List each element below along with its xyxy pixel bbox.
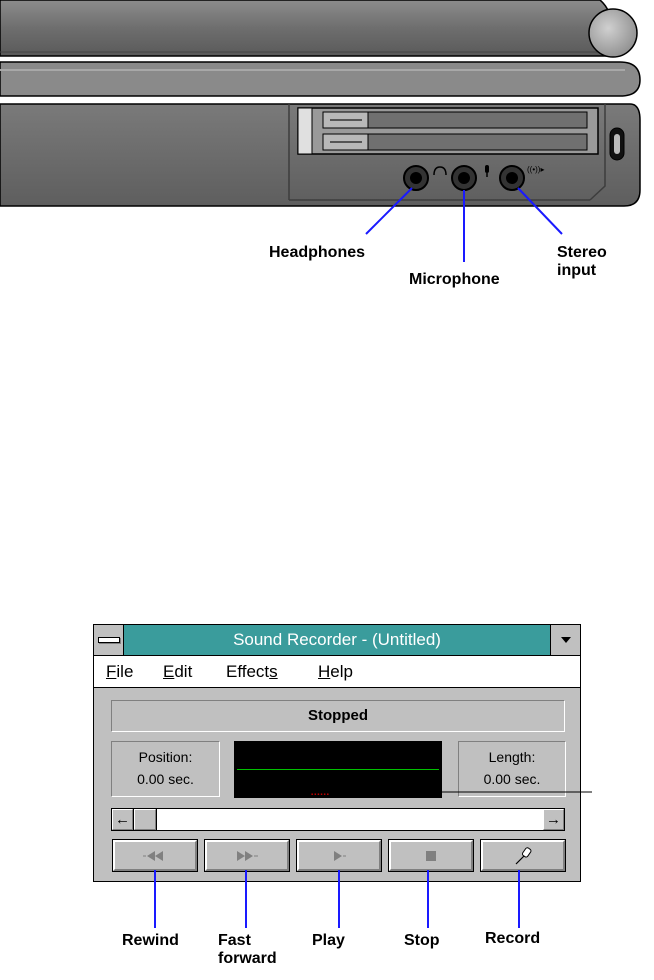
menu-file-accel: F [106,662,117,681]
minimize-icon [560,637,571,643]
microphone-label: Microphone [409,271,500,288]
stop-icon [426,850,436,861]
menu-help-label: elp [330,662,353,681]
system-menu-icon [98,637,120,643]
menu-edit[interactable]: Edit [163,656,192,687]
headphones-jack [403,165,429,191]
headphones-label: Headphones [269,244,366,261]
scroll-thumb[interactable] [133,808,157,831]
position-label: Position: [138,749,193,765]
record-button[interactable] [480,839,566,872]
length-display: Length: 0.00 sec. [458,741,566,797]
menu-file-label: ile [116,662,134,681]
play-label: Play [312,932,345,949]
fast-forward-label: Fast forward [218,932,277,967]
length-label: Length: [488,749,536,765]
hinge-knob [588,8,638,58]
fast-forward-button[interactable] [204,839,290,872]
length-value: 0.00 sec. [483,771,541,787]
waveform-marks: ▪▪▪▪▪▪ [311,792,330,798]
scroll-left-button[interactable]: ← [112,809,133,830]
menu-edit-accel: E [163,662,175,681]
menu-help-accel: H [318,662,331,681]
laptop-side-illustration: ((•))▸ [0,0,641,262]
position-display: Position: 0.00 sec. [111,741,220,797]
position-value: 0.00 sec. [137,771,194,787]
stereo-input-jack [499,165,525,191]
menu-effects[interactable]: Effects [226,656,278,687]
menu-effects-label: Effect [226,662,270,681]
waveform-line [237,769,439,770]
microphone-jack [451,165,477,191]
waveform-display: ▪▪▪▪▪▪ [234,741,442,798]
record-microphone-icon [515,846,532,864]
rewind-label: Rewind [122,932,179,949]
title-bar[interactable]: Sound Recorder - (Untitled) [94,625,580,656]
menu-edit-label: dit [174,662,193,681]
right-arrow-icon: → [546,811,561,828]
menu-effects-accel: s [269,662,278,681]
menu-file[interactable]: File [106,656,133,687]
stop-button[interactable] [388,839,474,872]
stop-label: Stop [404,932,440,949]
stereo-input-label: Stereo input [557,244,607,279]
menu-help[interactable]: Help [318,656,353,687]
stereo-input-icon: ((•))▸ [527,165,544,174]
sound-recorder-window: Sound Recorder - (Untitled) File Edit Ef… [93,624,581,882]
window-title: Sound Recorder - (Untitled) [233,630,441,649]
play-icon [334,850,346,861]
record-label: Record [485,930,541,947]
system-menu-button[interactable] [94,625,124,655]
position-scrollbar[interactable]: ← → [111,808,565,831]
scroll-right-button[interactable]: → [543,809,564,830]
microphone-icon [485,165,489,173]
rewind-icon [143,850,163,861]
play-button[interactable] [296,839,382,872]
headphones-icon [433,166,447,176]
left-arrow-icon: ← [115,811,130,828]
menu-bar: File Edit Effects Help [94,656,580,688]
status-text: Stopped [111,700,565,732]
minimize-button[interactable] [550,625,580,655]
rewind-button[interactable] [112,839,198,872]
fast-forward-icon [237,850,258,861]
